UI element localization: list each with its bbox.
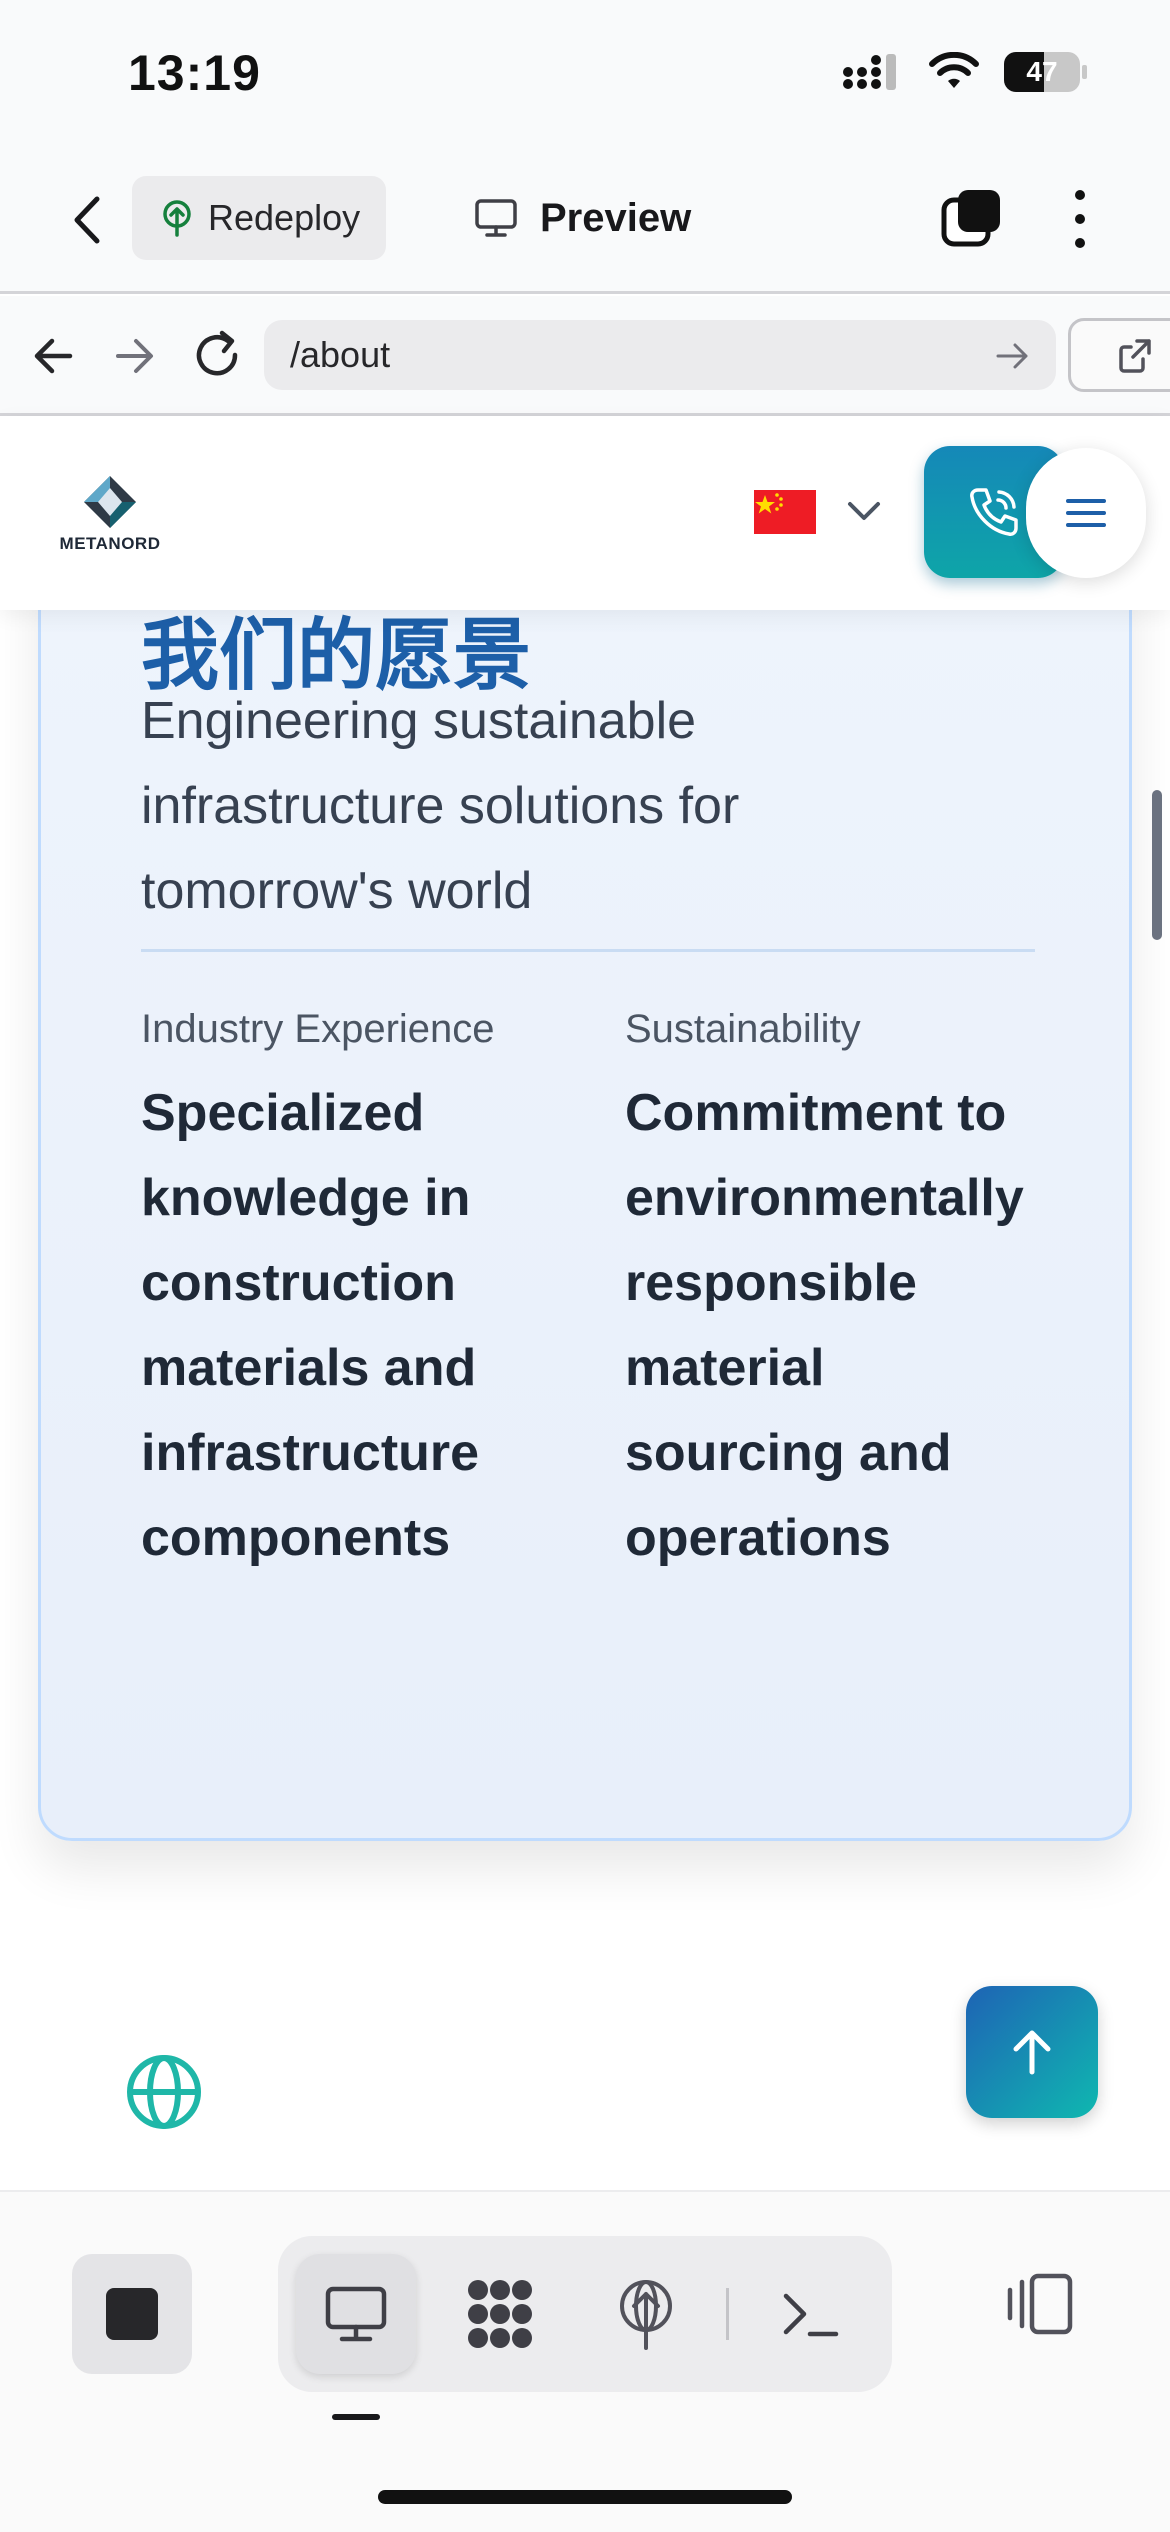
ai-tool-button[interactable]: [448, 2262, 552, 2366]
url-input[interactable]: /about: [264, 320, 1056, 390]
redeploy-icon: [163, 200, 191, 237]
tabs-icon: [941, 190, 1000, 247]
logo-text: METANORD: [59, 534, 161, 553]
battery-icon: 47: [1004, 52, 1087, 92]
browser-toolbar: /about: [0, 296, 1170, 416]
vision-card: 我们的愿景 Engineering sustainable infrastruc…: [38, 610, 1132, 1841]
preview-label: Preview: [540, 195, 692, 240]
go-arrow-icon: [996, 343, 1028, 369]
browser-forward-button[interactable]: [104, 326, 164, 386]
open-external-button[interactable]: [1068, 318, 1170, 392]
desktop-tool-button[interactable]: [296, 2254, 416, 2374]
status-bar: 13:19 47: [0, 0, 1170, 150]
redeploy-button[interactable]: Redeploy: [132, 176, 386, 260]
open-external-icon: [1119, 339, 1151, 373]
url-go-button[interactable]: [990, 334, 1034, 378]
ai-icon: [468, 2280, 532, 2348]
signal-icon: [843, 54, 896, 90]
redeploy-label: Redeploy: [208, 197, 361, 238]
vision-lead: Engineering sustainable infrastructure s…: [141, 692, 740, 920]
divider: [141, 949, 1035, 952]
page-content: 我们的愿景 Engineering sustainable infrastruc…: [0, 610, 1170, 2190]
preview-tab[interactable]: Preview: [474, 180, 691, 256]
stop-icon: [106, 2288, 158, 2340]
tool-separator: [726, 2288, 729, 2340]
more-icon[interactable]: [1062, 184, 1098, 254]
status-time: 13:19: [128, 45, 261, 101]
menu-button[interactable]: [1026, 448, 1146, 578]
hamburger-icon: [1066, 499, 1106, 527]
flag-cn-icon[interactable]: [754, 490, 816, 534]
arrow-up-icon: [1013, 2030, 1051, 2075]
deploy-tool-button[interactable]: [594, 2262, 698, 2366]
stop-button[interactable]: [72, 2254, 192, 2374]
terminal-tool-button[interactable]: [758, 2262, 862, 2366]
browser-back-button[interactable]: [24, 326, 84, 386]
next-card: [50, 1972, 1122, 2190]
logo-mark-icon: [84, 476, 136, 528]
stat-industry-experience: Industry Experience Specialized knowledg…: [141, 1001, 571, 1581]
bottom-toolbar: [0, 2190, 1170, 2532]
desktop-icon: [325, 2286, 387, 2342]
tabs-button[interactable]: [940, 186, 1004, 250]
reload-button[interactable]: [186, 324, 248, 386]
arrow-right-icon: [116, 339, 153, 373]
back-icon: [74, 196, 100, 244]
wifi-icon: [929, 52, 979, 88]
battery-level: 47: [1026, 56, 1058, 87]
stat-value: Specialized knowledge in construction ma…: [141, 1084, 480, 1567]
tool-group: [278, 2236, 892, 2392]
site-header: METANORD: [0, 416, 1170, 610]
home-indicator[interactable]: [378, 2490, 792, 2504]
app-header: Redeploy Preview: [0, 150, 1170, 294]
phone-icon: [970, 488, 1018, 536]
deploy-icon: [620, 2280, 672, 2350]
panel-toggle-button[interactable]: [1000, 2264, 1080, 2344]
stat-value: Commitment to environmentally responsibl…: [625, 1084, 1024, 1567]
chevron-down-icon: [848, 502, 880, 520]
active-tab-indicator: [332, 2414, 380, 2420]
monitor-icon: [475, 199, 517, 237]
stat-label: Sustainability: [625, 1007, 861, 1051]
globe-icon: [124, 2052, 204, 2132]
panel-toggle-icon: [1007, 2273, 1073, 2335]
site-logo[interactable]: METANORD: [60, 474, 160, 574]
terminal-icon: [783, 2293, 839, 2337]
scrollbar[interactable]: [1152, 790, 1162, 940]
vision-heading: 我们的愿景: [141, 611, 532, 701]
status-icons: 47: [842, 52, 1087, 92]
stat-label: Industry Experience: [141, 1007, 495, 1051]
arrow-left-icon: [34, 338, 73, 374]
scroll-to-top-button[interactable]: [966, 1986, 1098, 2118]
reload-icon: [196, 330, 238, 376]
language-dropdown[interactable]: [842, 494, 886, 530]
stat-sustainability: Sustainability Commitment to environment…: [625, 1001, 1055, 1581]
back-button[interactable]: [56, 190, 116, 250]
